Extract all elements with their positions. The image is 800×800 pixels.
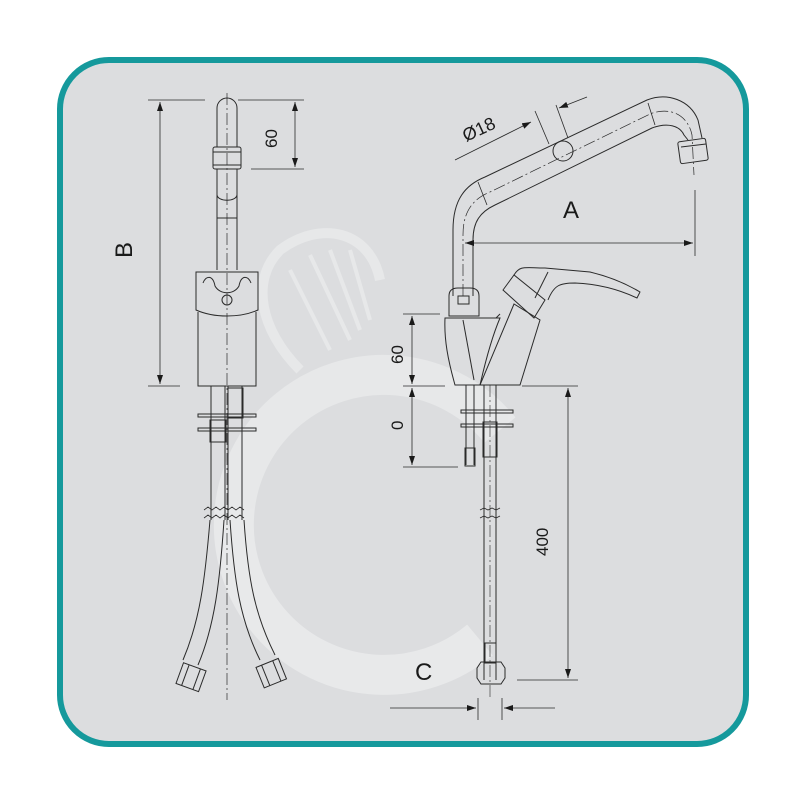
label-dim-0-shank: 0 <box>388 421 407 430</box>
drawing-panel <box>57 57 749 747</box>
label-dim-60-spout: 60 <box>262 129 281 148</box>
label-B: B <box>111 242 138 258</box>
watermark-logo <box>213 228 516 695</box>
label-A: A <box>563 197 579 224</box>
side-view <box>390 96 709 720</box>
label-dim-400-hose: 400 <box>533 528 552 556</box>
front-view <box>148 93 304 700</box>
label-dim-60-body: 60 <box>388 345 407 364</box>
label-C: C <box>415 659 432 686</box>
